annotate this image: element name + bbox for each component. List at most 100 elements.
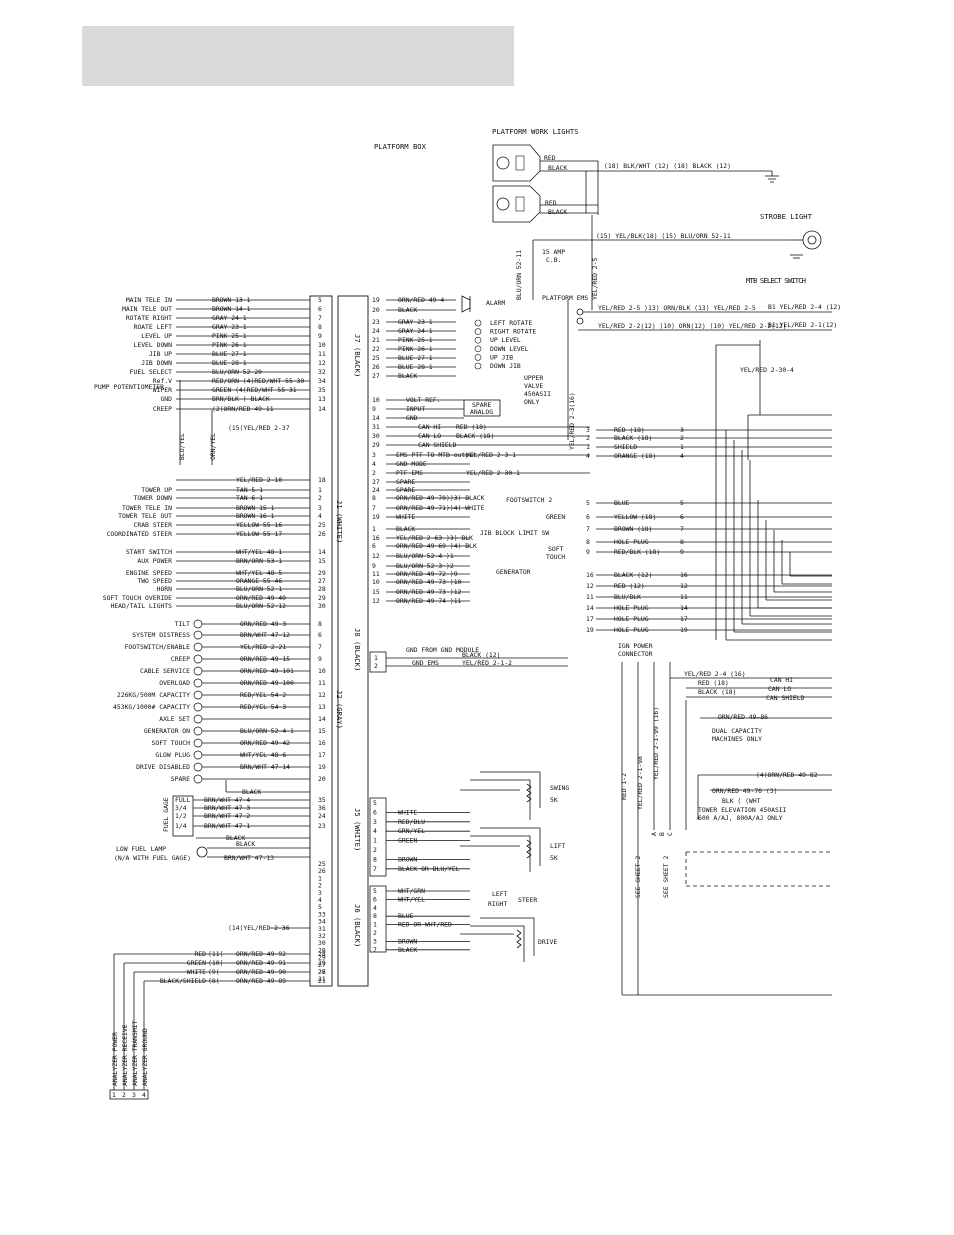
soft-touch-2: TOUCH bbox=[546, 553, 565, 561]
spare-analog-2: ANALOG bbox=[470, 408, 493, 416]
j1-function-label: MAIN TELE IN bbox=[126, 296, 172, 304]
j2-bottom-pin-number: 4 bbox=[318, 896, 322, 904]
j1-pin-number: 30 bbox=[318, 602, 326, 610]
valve-coil-icon bbox=[474, 345, 482, 353]
j2-bottom-pin-number: 29 bbox=[318, 954, 326, 962]
j2-pin-number: 6 bbox=[318, 631, 322, 639]
analyzer-harness-label: ORN/RED 49-92 bbox=[236, 950, 286, 958]
center-harness-body bbox=[337, 295, 369, 987]
fuel-level-label: 1/4 bbox=[175, 822, 187, 830]
lift-pot-icon bbox=[460, 827, 541, 872]
run-pin-number: 4 bbox=[586, 452, 590, 460]
analyzer-conn-label: ⟨8⟨ bbox=[208, 977, 220, 985]
run-dest-number: 1 bbox=[680, 443, 684, 451]
can-run-label: BLACK (18) bbox=[456, 432, 494, 440]
j7-pin-number: 22 bbox=[372, 345, 380, 353]
j7-wire-label: GRAY 23-1 bbox=[398, 318, 433, 326]
switch-icon bbox=[193, 738, 203, 748]
mtb-switch-label: MTB SELECT SWITCH bbox=[746, 276, 806, 285]
j1-pin-number: 13 bbox=[318, 395, 326, 403]
j6-pin-number: 7 bbox=[373, 946, 377, 954]
j3-wire-label: BLU/ORN 52-3 ⟩2 bbox=[396, 562, 454, 570]
j1-pin-number: 8 bbox=[318, 323, 322, 331]
run-wire-label: BLUE bbox=[614, 499, 630, 507]
ground-icon bbox=[765, 171, 779, 183]
fuel-pin-number: 24 bbox=[318, 812, 326, 820]
j5-pin-number: 2 bbox=[373, 846, 377, 854]
valve-coil-icon bbox=[474, 328, 482, 335]
run-dest-number: 17 bbox=[680, 615, 688, 623]
fuel-gage-title: FUEL GAGE bbox=[162, 797, 170, 832]
analyzer-conn-label: ⟨10⟨ bbox=[208, 959, 223, 967]
j3-wire-label: BLU/ORN 52-4 ⟩1 bbox=[396, 552, 454, 560]
j3-wire-label: SPARE bbox=[396, 486, 415, 494]
run-wire-label: RED (18) bbox=[614, 426, 645, 434]
j6-pin-number: 3 bbox=[373, 937, 377, 945]
j1-wire-label: PINK 26-1 bbox=[212, 341, 247, 349]
j1-wire-label: ⟨2⟨ORN/RED 49-11 bbox=[212, 405, 274, 413]
jib-block-label: JIB BLOCK LIMIT SW bbox=[480, 529, 549, 537]
j2-function-label: CABLE SERVICE bbox=[140, 667, 190, 675]
j7-pin-number: 27 bbox=[372, 372, 380, 380]
strobe-run-label: ⟨15⟩ YEL/BLK(18) ⟨15⟩ BLU/ORN 52-11 bbox=[596, 232, 731, 240]
light-run-label: ⟨18⟩ BLK/WHT (12) ⟨18⟩ BLACK (12) bbox=[604, 162, 731, 170]
j1-function-label: ROTATE RIGHT bbox=[126, 314, 172, 322]
drive-pot-icon bbox=[460, 917, 535, 962]
dual-capacity-2: MACHINES ONLY bbox=[712, 735, 762, 743]
j1-function-label: JIB UP bbox=[149, 350, 172, 358]
analog-wire-label: GND bbox=[406, 414, 418, 422]
alarm-icon bbox=[461, 295, 471, 313]
run-pin-number: 14 bbox=[586, 604, 594, 612]
j1-function-label: TOWER TELE OUT bbox=[118, 512, 172, 520]
j2-wire-label: BLU/ORN 52-4-1 bbox=[240, 727, 294, 735]
mtb-out-1: B1 YEL/RED 2-4 (12) bbox=[768, 303, 841, 311]
j1-wire-label: ORANGE 55-46 bbox=[236, 577, 282, 585]
analyzer-conn-label: ⟨9⟨ bbox=[208, 968, 220, 976]
j3-wire-label: BLACK bbox=[396, 525, 415, 533]
j2-function-label: TILT bbox=[175, 620, 191, 628]
analyzer-conn-label: ⟨11⟨ bbox=[208, 950, 223, 958]
j1-function-label: TOWER DOWN bbox=[134, 494, 173, 502]
ign-wire-1: YEL/RED 2-4 (16) bbox=[684, 670, 746, 678]
j2-bottom-pin-number: 2 bbox=[318, 882, 322, 890]
valve-coil-icon bbox=[474, 362, 482, 370]
title-placeholder-box bbox=[82, 26, 514, 86]
j3-wire-label: YEL/RED 2-63 ⟩3⟩ BLK bbox=[396, 534, 473, 542]
j3-wire-label: GND MODE bbox=[396, 460, 427, 468]
j2-bottom-pin-number: 33 bbox=[318, 910, 326, 918]
switch-icon bbox=[193, 630, 203, 640]
j7-wire-label: GRAY 24-1 bbox=[398, 327, 433, 335]
footswitch-green: GREEN bbox=[546, 513, 565, 521]
right-bus-lines bbox=[725, 430, 832, 641]
steer-right-label: RIGHT bbox=[488, 900, 507, 908]
j1-wire-label: RED/ORN ⟨4⟨RED/WHT 55-30 bbox=[212, 377, 304, 385]
j5-pin-number: 4 bbox=[373, 827, 377, 835]
j6-label: J6 (BLACK) bbox=[353, 904, 362, 947]
j7-wire-label: BLUE 27-1 bbox=[398, 354, 433, 362]
low-fuel-wire-2: BRN/WHT 47-13 bbox=[224, 854, 274, 862]
j3-wire-label: ORN/RED 49-73 ⟩12 bbox=[396, 588, 462, 596]
j1-wire-label: BLU/ORN 52-12 bbox=[236, 602, 286, 610]
analyzer-label: ANALYZER RECEIVE bbox=[121, 1024, 129, 1086]
switch-icon bbox=[193, 750, 203, 760]
switch-icon bbox=[193, 774, 203, 784]
run-dest-number: 6 bbox=[680, 513, 684, 521]
j8-label: J8 (BLACK) bbox=[353, 628, 362, 671]
j6-pin-number: 5 bbox=[373, 887, 377, 895]
j2-function-label: GLOW PLUG bbox=[155, 751, 190, 759]
blu-yel-label: BLU/YEL bbox=[178, 433, 186, 460]
j1-pin-number: 29 bbox=[318, 594, 326, 602]
strobe-light-label: STROBE LIGHT bbox=[760, 212, 813, 221]
j1-wire-label: BROWN 13-1 bbox=[212, 296, 251, 304]
run-wire-label: HOLE PLUG bbox=[614, 538, 649, 546]
run-wire-label: BROWN (18) bbox=[614, 525, 652, 533]
j2-wire-label: WHT/YEL 48-6 bbox=[240, 751, 286, 759]
j7-pin-number: 19 bbox=[372, 296, 380, 304]
